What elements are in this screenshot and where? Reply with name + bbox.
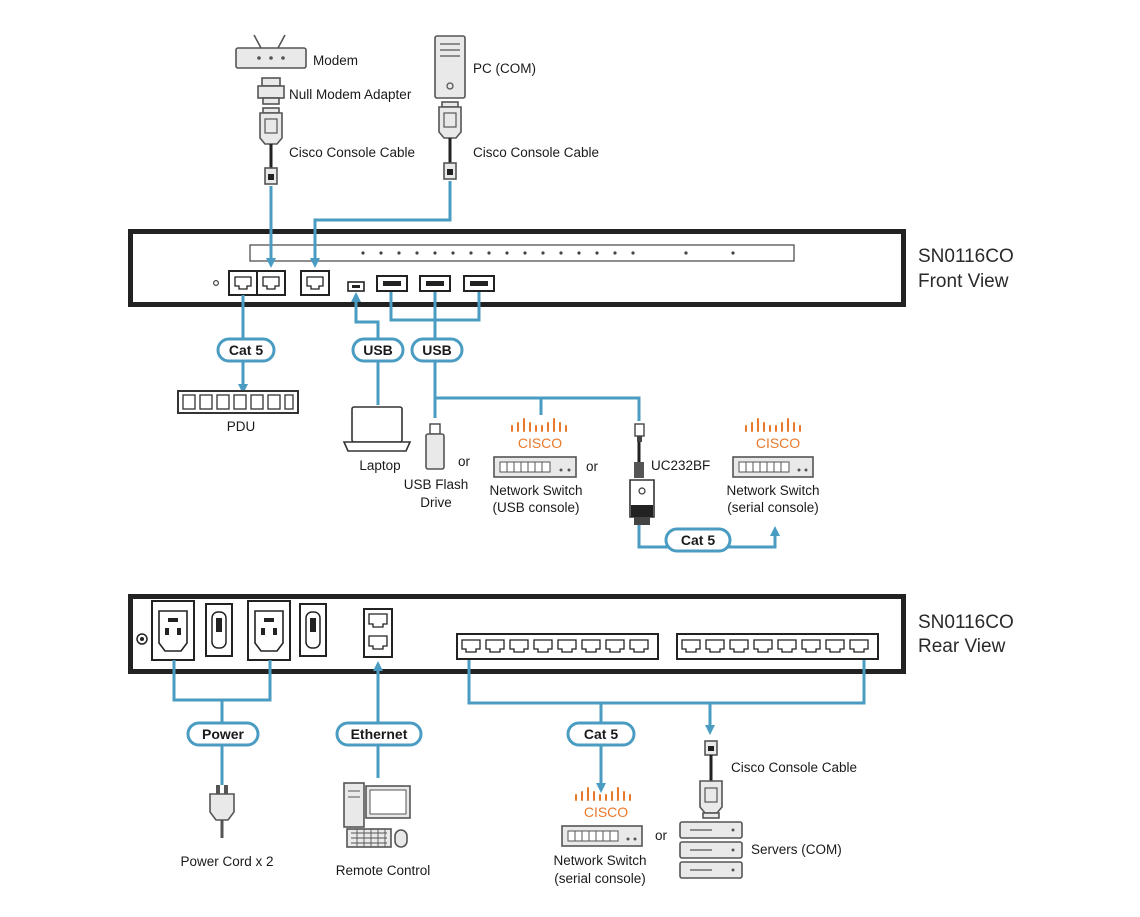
cisco-logo-rear: [575, 787, 631, 801]
network-switch-usb-icon: [493, 456, 577, 478]
null-modem-adapter-icon: [257, 77, 285, 105]
front-view-label: Front View: [918, 271, 1009, 292]
led-panel: [249, 244, 795, 262]
usb-pill-ports: USB: [410, 337, 464, 363]
laptop-label: Laptop: [359, 458, 400, 473]
or-label-rear: or: [655, 828, 668, 843]
cat5-pill-uc232bf: Cat 5: [664, 527, 732, 553]
switch-usb-label-1: Network Switch: [489, 483, 582, 498]
ethernet-pill: Ethernet: [335, 721, 423, 747]
reset-hole: [213, 280, 220, 287]
cat5-pill-rear: Cat 5: [566, 721, 636, 747]
servers-label: Servers (COM): [751, 842, 842, 857]
power-cord-label: Power Cord x 2: [180, 854, 273, 869]
front-model-label: SN0116CO: [918, 246, 1014, 267]
or-label-2: or: [586, 459, 599, 474]
pdu-icon: [177, 390, 299, 414]
console-cable-rear-label: Cisco Console Cable: [731, 760, 857, 775]
usb-flash-drive-icon: [425, 423, 445, 470]
rear-view-label: Rear View: [918, 636, 1006, 657]
usb-pill-laptop: USB: [351, 337, 405, 363]
network-switch-rear-icon: [561, 825, 643, 847]
switch-serial-label-1: Network Switch: [726, 483, 819, 498]
wire-pc-to-port: [310, 181, 452, 268]
svg-text:USB: USB: [422, 342, 452, 358]
switch-rear-label-1: Network Switch: [553, 853, 646, 868]
front-rj45-ports: [228, 270, 330, 296]
led-indicators: [361, 251, 735, 255]
or-label-1: or: [458, 454, 471, 469]
console-cable-left-icon: [259, 107, 283, 185]
cable-right-label: Cisco Console Cable: [473, 145, 599, 160]
pc-label: PC (COM): [473, 61, 536, 76]
modem-label: Modem: [313, 53, 358, 68]
front-chassis: [128, 229, 906, 307]
rear-model-label: SN0116CO: [918, 612, 1014, 633]
uc232bf-adapter-icon: [629, 423, 655, 525]
rear-port-block-right: [676, 633, 879, 660]
power-cord-icon: [209, 785, 235, 838]
flash-label-1: USB Flash: [404, 477, 469, 492]
wire-laptop-to-usb: [351, 292, 380, 405]
svg-text:Power: Power: [202, 726, 245, 742]
rear-port-block-left: [456, 633, 659, 660]
console-cable-rear-icon: [699, 740, 723, 819]
cisco-logo-1: [511, 418, 567, 432]
cable-left-label: Cisco Console Cable: [289, 145, 415, 160]
svg-text:Cat 5: Cat 5: [681, 532, 715, 548]
svg-text:Cat 5: Cat 5: [229, 342, 263, 358]
console-cable-right-icon: [438, 101, 462, 180]
null-modem-label: Null Modem Adapter: [289, 87, 412, 102]
svg-text:USB: USB: [363, 342, 393, 358]
network-switch-serial-icon: [732, 456, 814, 478]
laptop-icon: [342, 406, 412, 452]
pc-tower-icon: [434, 35, 466, 99]
switch-rear-label-2: (serial console): [554, 871, 646, 886]
pdu-label: PDU: [227, 419, 256, 434]
modem-icon: [235, 34, 307, 69]
cisco-text-1: CISCO: [518, 435, 562, 451]
flash-label-2: Drive: [420, 495, 452, 510]
power-pill: Power: [186, 721, 260, 747]
svg-text:Ethernet: Ethernet: [351, 726, 408, 742]
svg-text:Cat 5: Cat 5: [584, 726, 618, 742]
wire-usb-branch: [435, 396, 641, 421]
switch-usb-label-2: (USB console): [492, 500, 579, 515]
remote-computer-icon: [343, 782, 411, 848]
remote-control-label: Remote Control: [336, 863, 431, 878]
cisco-logo-2: [745, 418, 801, 432]
cisco-text-rear: CISCO: [584, 804, 628, 820]
uc232bf-label: UC232BF: [651, 458, 710, 473]
servers-icon: [679, 821, 743, 879]
switch-serial-label-2: (serial console): [727, 500, 819, 515]
wire-rear-ports-bus: [467, 660, 866, 705]
front-usb-ports: [376, 275, 495, 292]
cisco-text-2: CISCO: [756, 435, 800, 451]
cat5-pill-pdu: Cat 5: [216, 337, 276, 363]
